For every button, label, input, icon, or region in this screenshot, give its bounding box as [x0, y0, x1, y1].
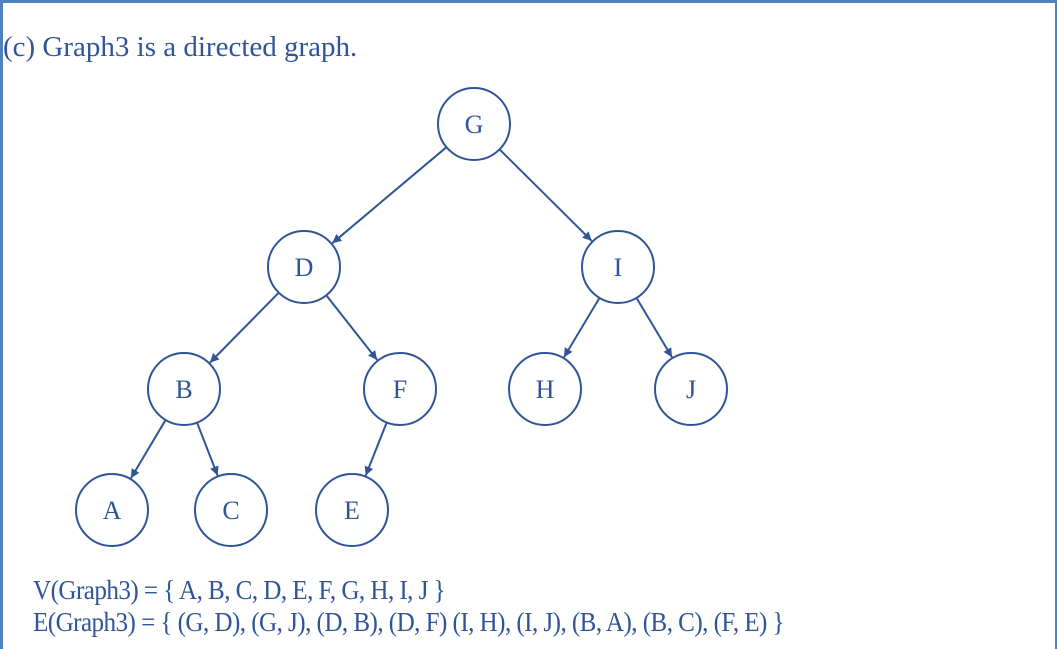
- node-label: C: [222, 496, 239, 525]
- node-H: H: [508, 352, 582, 426]
- node-label: D: [295, 253, 314, 282]
- edge-I-J: [635, 297, 673, 358]
- node-F: F: [363, 352, 437, 426]
- vertex-set: V(Graph3) = { A, B, C, D, E, F, G, H, I,…: [33, 575, 446, 605]
- node-C: C: [194, 473, 268, 547]
- node-E: E: [315, 473, 389, 547]
- node-circle: [194, 473, 268, 547]
- edge-I-H: [563, 297, 601, 358]
- edge-F-E: [364, 422, 388, 476]
- node-label: J: [686, 375, 696, 404]
- node-circle: [75, 473, 149, 547]
- node-circle: [654, 352, 728, 426]
- node-D: D: [267, 230, 341, 304]
- node-J: J: [654, 352, 728, 426]
- edge-D-F: [325, 294, 378, 361]
- node-label: I: [614, 253, 623, 282]
- edge-set: E(Graph3) = { (G, D), (G, J), (D, B), (D…: [33, 607, 785, 637]
- directed-graph: G D I B F H J A C E: [75, 87, 728, 547]
- node-B: B: [147, 352, 221, 426]
- node-circle: [508, 352, 582, 426]
- edge-G-D: [331, 146, 448, 244]
- node-label: F: [393, 375, 407, 404]
- figure-title: (c) Graph3 is a directed graph.: [3, 31, 358, 63]
- node-A: A: [75, 473, 149, 547]
- node-circle: [363, 352, 437, 426]
- node-label: G: [465, 110, 484, 139]
- node-label: H: [536, 375, 555, 404]
- node-circle: [147, 352, 221, 426]
- edge-G-I: [498, 148, 593, 242]
- node-label: A: [103, 496, 122, 525]
- node-G: G: [437, 87, 511, 161]
- edge-D-B: [209, 291, 280, 364]
- node-I: I: [581, 230, 655, 304]
- edge-B-A: [130, 419, 167, 479]
- node-label: E: [344, 496, 360, 525]
- node-label: B: [175, 375, 192, 404]
- edge-B-C: [196, 422, 219, 476]
- node-circle: [315, 473, 389, 547]
- node-circle: [267, 230, 341, 304]
- node-circle: [581, 230, 655, 304]
- node-circle: [437, 87, 511, 161]
